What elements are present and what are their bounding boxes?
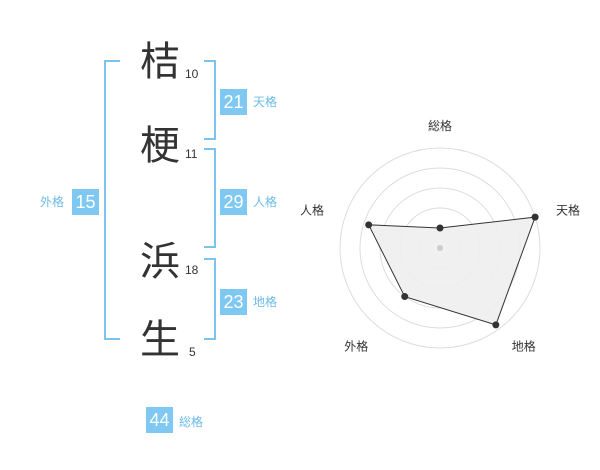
chikaku-label: 地格 [253, 295, 278, 309]
chikaku-value: 23 [220, 289, 247, 315]
jinkaku-value: 29 [220, 189, 247, 215]
radar-point-2 [531, 213, 539, 221]
radar-series-area [367, 216, 536, 326]
tenkaku-label: 天格 [253, 95, 278, 109]
radar-points [365, 213, 539, 329]
radar-axis-label-3: 地格 [512, 339, 536, 354]
radar-point-1 [436, 224, 444, 232]
stroke-count-1: 10 [185, 67, 199, 81]
radar-point-5 [365, 221, 373, 229]
radar-point-4 [401, 293, 409, 301]
stroke-count-4: 5 [189, 345, 196, 359]
tenkaku-value: 21 [220, 89, 247, 115]
jinkaku-bracket [204, 148, 216, 248]
chikaku-bracket [204, 258, 216, 340]
name-char-2: 梗 [140, 123, 180, 169]
gaikaku-label: 外格 [40, 195, 65, 209]
soukaku-label: 総格 [179, 415, 204, 429]
gaikaku-value: 15 [72, 189, 99, 215]
name-char-4: 生 [140, 317, 180, 363]
name-char-1: 桔 [140, 39, 180, 85]
radar-axis-label-2: 天格 [556, 202, 580, 217]
stroke-count-3: 18 [185, 263, 199, 277]
radar-axis-label-5: 人格 [300, 202, 324, 217]
radar-center-dot [437, 245, 443, 251]
gaikaku-bracket [104, 60, 120, 340]
radar-ring [339, 147, 541, 349]
name-char-3: 浜 [140, 239, 180, 285]
stroke-count-2: 11 [185, 147, 198, 161]
soukaku-value: 44 [146, 407, 173, 433]
radar-axis-label-4: 外格 [344, 339, 368, 354]
radar-point-3 [492, 321, 500, 329]
radar-axis-label-1: 総格 [428, 118, 452, 133]
tenkaku-bracket [204, 60, 216, 140]
jinkaku-label: 人格 [253, 195, 278, 209]
